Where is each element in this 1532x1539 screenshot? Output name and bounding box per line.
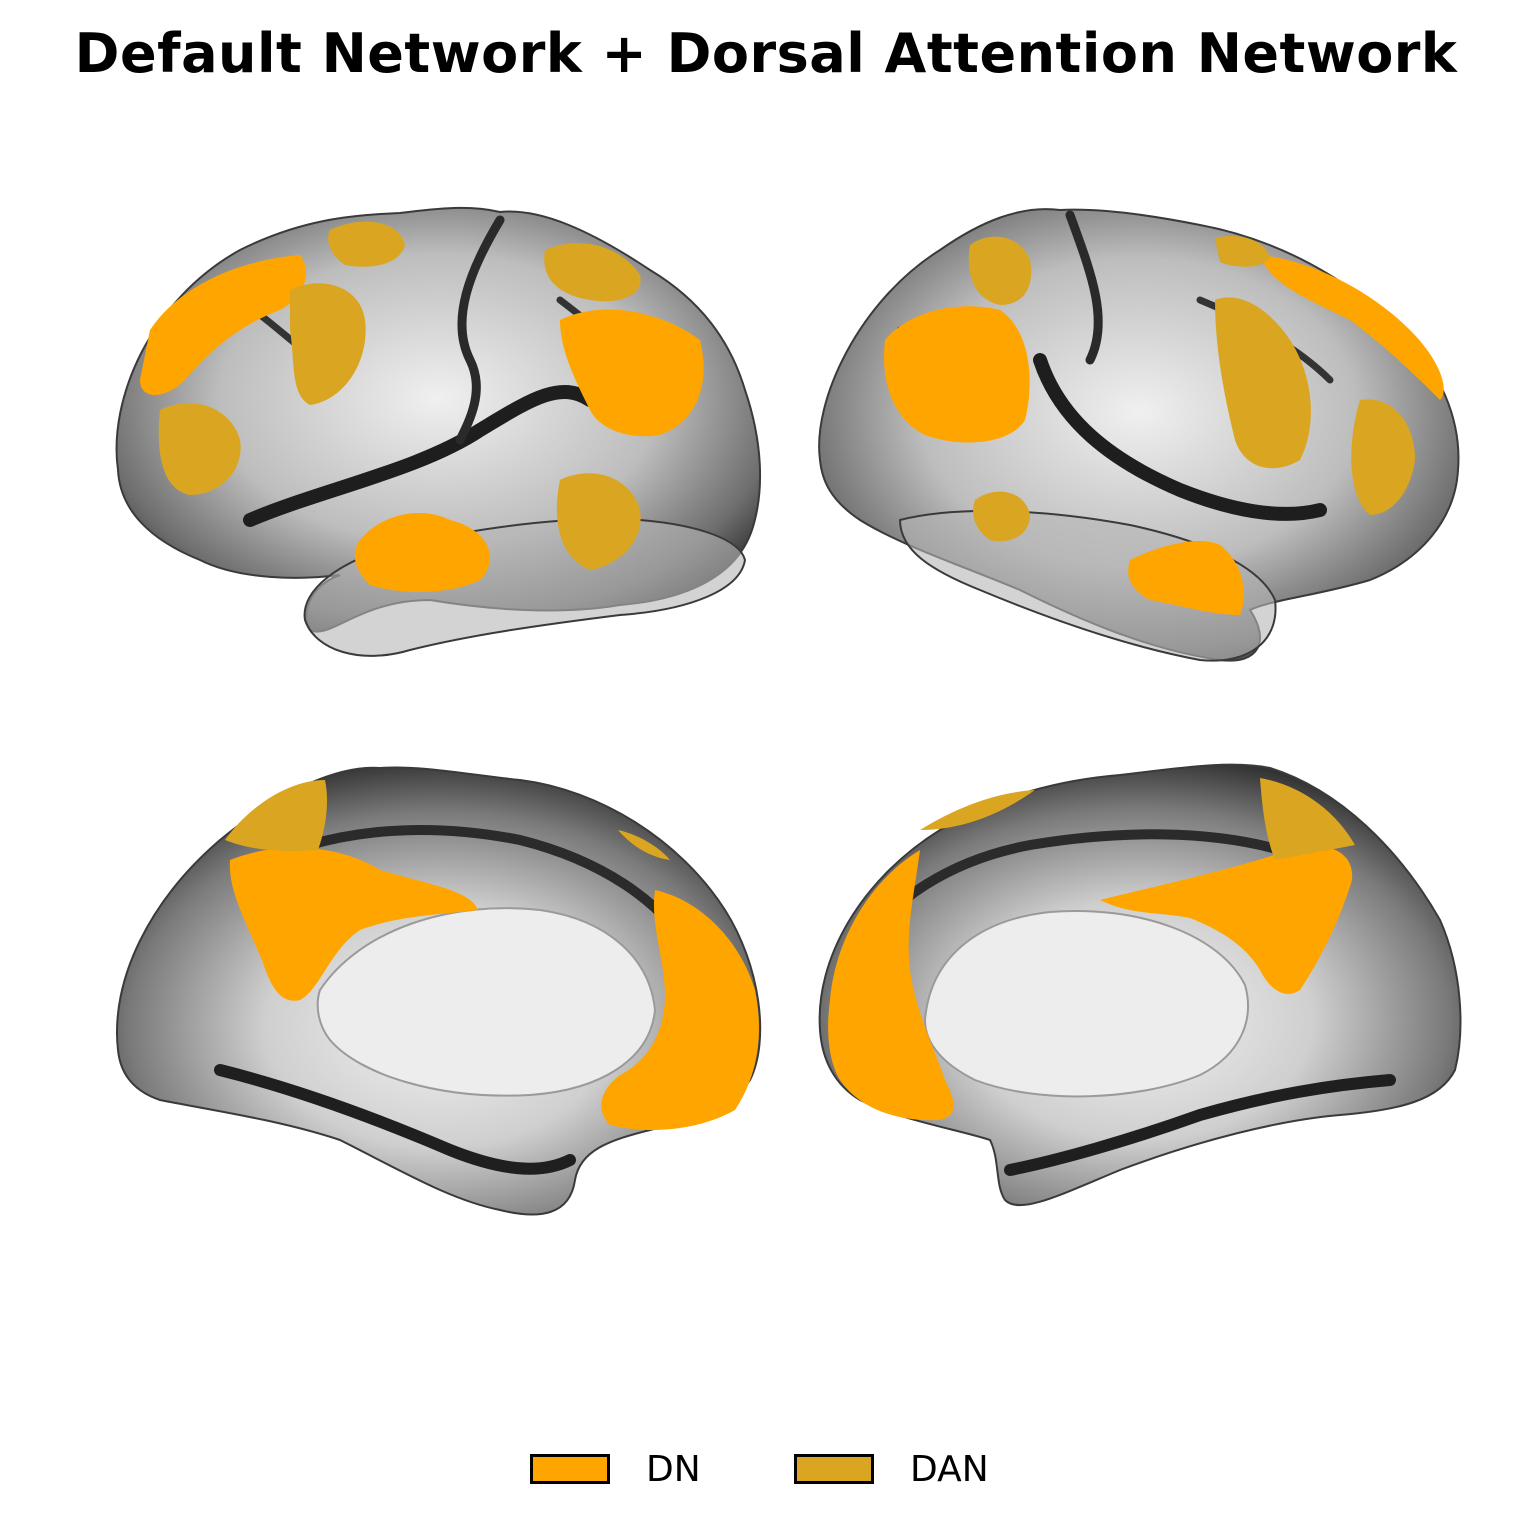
dan-region — [1215, 236, 1270, 267]
dn-region — [1128, 540, 1244, 615]
left-lateral-view — [115, 206, 762, 657]
legend-label-dan: DAN — [910, 1448, 989, 1490]
dan-region — [225, 780, 328, 851]
dan-region — [290, 283, 366, 405]
right-medial-view — [818, 763, 1462, 1207]
dan-region — [968, 236, 1032, 305]
dan-region — [544, 243, 641, 302]
right-lateral-view — [818, 208, 1460, 662]
dn-region — [140, 255, 307, 395]
dan-region — [618, 830, 670, 860]
legend-label-dn: DN — [646, 1448, 701, 1490]
right-medial-temporal-fold — [1004, 1074, 1396, 1176]
legend-swatch-dn — [530, 1454, 610, 1484]
dan-region — [556, 473, 641, 570]
dn-region — [560, 309, 704, 437]
left-central-sulcus — [455, 215, 505, 445]
legend-item-dan: DAN — [794, 1444, 989, 1494]
dn-region — [354, 512, 490, 592]
dan-region — [1215, 297, 1311, 469]
left-medial-view — [116, 766, 762, 1216]
legend-swatch-dan — [794, 1454, 874, 1484]
dn-region — [601, 890, 759, 1130]
dan-region — [973, 491, 1030, 542]
dan-region — [1260, 778, 1355, 860]
legend-item-dn: DN — [530, 1444, 701, 1494]
dan-region — [158, 403, 241, 495]
dn-region — [828, 850, 954, 1121]
dan-region — [328, 221, 405, 267]
left-sylvian-fissure — [243, 385, 597, 527]
dn-region — [229, 847, 478, 1001]
figure-title: Default Network + Dorsal Attention Netwo… — [74, 22, 1458, 85]
dan-region — [1351, 399, 1415, 515]
dan-region — [920, 790, 1035, 830]
right-sylvian-fissure — [1033, 353, 1327, 521]
dn-region — [1260, 255, 1444, 400]
left-medial-temporal-fold — [214, 1064, 576, 1175]
legend: DN DAN — [0, 1444, 1532, 1504]
right-central-sulcus — [1065, 210, 1103, 365]
right-corpus-callosum — [923, 910, 1249, 1098]
dn-region — [1100, 846, 1353, 994]
dn-region — [884, 306, 1030, 443]
